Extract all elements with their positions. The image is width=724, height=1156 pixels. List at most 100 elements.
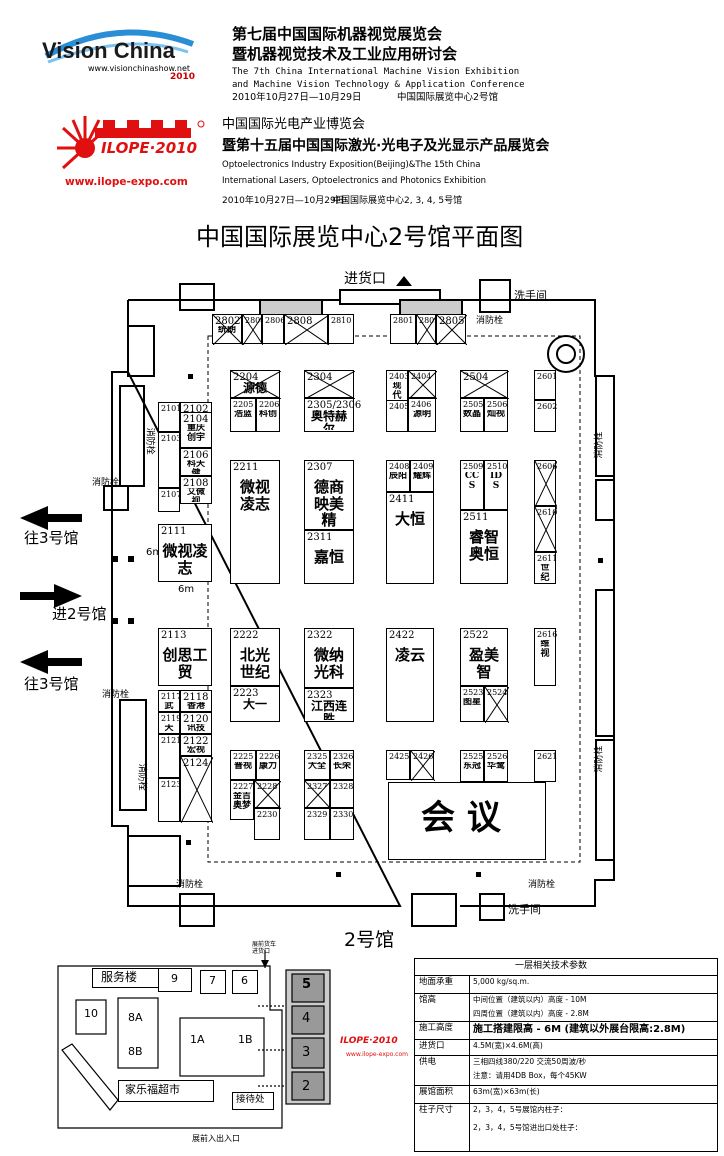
- specs-title: 一层相关技术参数: [515, 961, 588, 971]
- booth-number: 2525: [463, 752, 484, 761]
- spec-label: 柱子尺寸: [419, 1105, 454, 1115]
- booth-2123[interactable]: 2123: [158, 778, 182, 822]
- booth-2117[interactable]: 2117武汉: [158, 690, 181, 712]
- site-ilope-mark: ILOPE·2010: [340, 1036, 398, 1046]
- booth-2119[interactable]: 2119天威: [158, 712, 181, 734]
- booth-2808[interactable]: 2808: [284, 314, 329, 345]
- hall-2-site-label: 2: [302, 1079, 311, 1094]
- hall-4-label: 4: [302, 1011, 311, 1026]
- booth-2121[interactable]: 2121: [158, 734, 181, 778]
- booth-2801[interactable]: 2801: [390, 314, 416, 344]
- booth-2504[interactable]: 2504: [460, 370, 509, 399]
- booth-2228[interactable]: 2228: [254, 780, 281, 809]
- spec-label: 供电: [419, 1057, 437, 1067]
- booth-2602[interactable]: 2602: [534, 400, 557, 432]
- site-reception[interactable]: 接待处: [232, 1092, 274, 1110]
- booth-number: 2118: [183, 692, 209, 703]
- booth-2803[interactable]: 2803: [416, 314, 439, 345]
- booth-2426[interactable]: 2426: [410, 750, 435, 781]
- building-9-label: 9: [171, 972, 178, 985]
- site-carrefour[interactable]: 家乐福超市: [118, 1080, 214, 1102]
- booth-number: 2506: [487, 400, 508, 409]
- hydrant-bottom-left-label: 消防栓: [176, 880, 204, 890]
- booth-2124[interactable]: 2124: [180, 756, 213, 823]
- exhibitor-name: 重庆创宇: [186, 424, 205, 443]
- booth-number: 2123: [161, 780, 182, 789]
- spec-label: 施工高度: [419, 1023, 454, 1033]
- booth-2327[interactable]: 2327: [304, 780, 331, 809]
- booth-2330[interactable]: 2330: [330, 808, 354, 840]
- site-building-9[interactable]: 9: [158, 968, 192, 992]
- spec-label: 展馆面积: [419, 1087, 454, 1097]
- booth-2405[interactable]: 2405: [386, 400, 409, 432]
- booth-2611[interactable]: 2611世纪智能: [534, 552, 557, 584]
- booth-2404[interactable]: 2404: [408, 370, 437, 399]
- booth-number: 2330: [333, 810, 354, 819]
- booth-2524[interactable]: 2524: [484, 686, 509, 723]
- booth-2610[interactable]: 2610: [534, 506, 557, 553]
- booth-2601[interactable]: 2601: [534, 370, 557, 400]
- booth-2107[interactable]: 2107: [158, 488, 181, 512]
- hydrant-top-right-label: 消防栓: [476, 316, 504, 326]
- booth-2804[interactable]: 2804: [242, 314, 265, 345]
- booth-2805[interactable]: 2805: [436, 314, 467, 345]
- booth-2304[interactable]: 2304: [304, 370, 355, 399]
- booth-2230[interactable]: 2230: [254, 808, 280, 840]
- site-building-7[interactable]: 7: [200, 970, 226, 994]
- booth-2103[interactable]: 2103: [158, 432, 181, 488]
- booth-2329[interactable]: 2329: [304, 808, 330, 840]
- booth-2328[interactable]: 2328: [330, 780, 354, 808]
- booth-2606[interactable]: 2606: [534, 460, 557, 507]
- site-service-building[interactable]: 服务楼: [92, 968, 160, 988]
- booth-2621[interactable]: 2621: [534, 750, 557, 782]
- booth-2425[interactable]: 2425: [386, 750, 410, 780]
- meeting-room[interactable]: 会 议: [388, 782, 546, 860]
- ilope-english-1: Optoelectronics Industry Exposition(Beij…: [222, 160, 481, 170]
- booth-2101[interactable]: 2101: [158, 402, 181, 432]
- booth-2806[interactable]: 2806: [262, 314, 285, 344]
- exhibitor-name: 奥特赫尔: [310, 410, 347, 430]
- booth-2810[interactable]: 2810: [328, 314, 354, 344]
- site-building-6[interactable]: 6: [232, 970, 258, 994]
